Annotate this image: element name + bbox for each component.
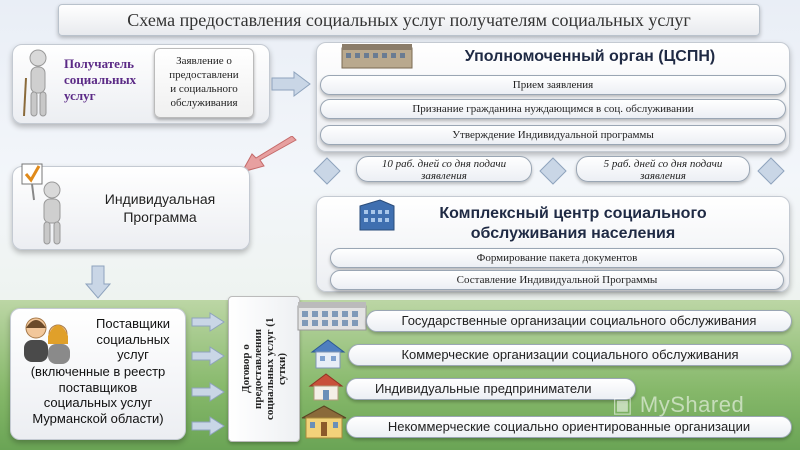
arrow-down-icon (84, 265, 112, 299)
building-icon (297, 302, 367, 331)
person-walking-icon (23, 49, 47, 117)
arrow-right-icon (271, 71, 311, 97)
deadline-left: 10 раб. дней со дня подачи заявления (356, 156, 532, 182)
organization-item: Государственные организации социального … (366, 310, 792, 332)
center-heading: Комплексный центр социального обслуживан… (408, 204, 738, 244)
contract-box: Договор о предоставлении социальных услу… (228, 296, 300, 442)
authority-heading: Уполномоченный орган (ЦСПН) (464, 48, 716, 65)
providers-label-line: социальных услуг (43, 395, 153, 410)
providers-label-line: Поставщики (96, 316, 170, 331)
providers-label-line: поставщиков (58, 379, 138, 395)
building-icon (341, 44, 413, 69)
arrow-right-icon (191, 382, 225, 402)
house-red-icon (308, 373, 344, 401)
contract-line: предоставлении (252, 328, 264, 410)
house-yellow-icon (301, 405, 347, 439)
providers-label-line: Мурманской области) (32, 410, 164, 426)
arrow-right-icon (191, 312, 225, 332)
people-icon (24, 317, 70, 364)
contract-text: Договор о предоставлении социальных услу… (240, 299, 288, 439)
program-label-line: Индивидуальная (104, 191, 216, 207)
arrow-right-icon (191, 346, 225, 366)
deadline-line: 10 раб. дней со дня подачи (381, 158, 507, 170)
contract-line: Договор о (240, 344, 252, 394)
center-step: Формирование пакета документов (330, 248, 784, 268)
application-line: Заявление о (176, 55, 232, 67)
authority-step: Утверждение Индивидуальной программы (320, 125, 786, 145)
arrow-right-icon (191, 416, 225, 436)
contract-line: социальных услуг (1 (264, 317, 276, 421)
organization-item: Некоммерческие социально ориентированные… (346, 416, 792, 438)
office-building-icon (359, 199, 395, 231)
recipient-label-line: социальных (64, 72, 137, 87)
deadline-line: заявления (421, 170, 467, 182)
recipient-label-line: услуг (64, 88, 96, 103)
deadline-line: 5 раб. дней со дня подачи (603, 158, 723, 170)
application-note: Заявление о предоставлени и социального … (154, 48, 254, 118)
arrow-down-left-icon (240, 136, 297, 173)
watermark-icon: ▣ (612, 392, 640, 417)
contract-line: сутки) (276, 353, 288, 385)
center-heading-line: Комплексный центр социального (439, 205, 707, 222)
program-label: Индивидуальная Программа (80, 190, 240, 226)
authority-step: Признание гражданина нуждающимся в соц. … (320, 99, 786, 119)
application-line: предоставлени (169, 69, 239, 81)
deadline-line: заявления (640, 170, 686, 182)
providers-label: Поставщики социальных услуг (14, 316, 182, 363)
application-line: обслуживания (170, 97, 238, 109)
watermark-text: MyShared (639, 392, 745, 417)
providers-label-extra: (включенные в реестр поставщиков социаль… (12, 364, 184, 426)
application-line: и социального (170, 83, 238, 95)
center-step: Составление Индивидуальной Программы (330, 270, 784, 290)
diamond-arrow-icon (757, 157, 785, 185)
person-check-icon (21, 163, 61, 245)
house-blue-icon (310, 339, 346, 369)
organization-item: Индивидуальные предприниматели (346, 378, 636, 400)
program-label-line: Программа (123, 209, 197, 225)
page-title: Схема предоставления социальных услуг по… (58, 4, 760, 36)
watermark: ▣ MyShared (612, 392, 744, 418)
providers-label-line: услуг (117, 347, 149, 362)
providers-label-line: (включенные в реестр (30, 364, 166, 379)
center-heading-line: обслуживания населения (470, 225, 676, 242)
recipient-label-line: Получатель (64, 56, 135, 71)
authority-step: Прием заявления (320, 75, 786, 95)
diamond-arrow-icon (313, 157, 341, 185)
deadline-right: 5 раб. дней со дня подачи заявления (576, 156, 750, 182)
providers-label-line: социальных (96, 331, 170, 347)
organization-item: Коммерческие организации социального обс… (348, 344, 792, 366)
diamond-arrow-icon (539, 157, 567, 185)
recipient-label: Получатель социальных услуг (64, 56, 144, 104)
